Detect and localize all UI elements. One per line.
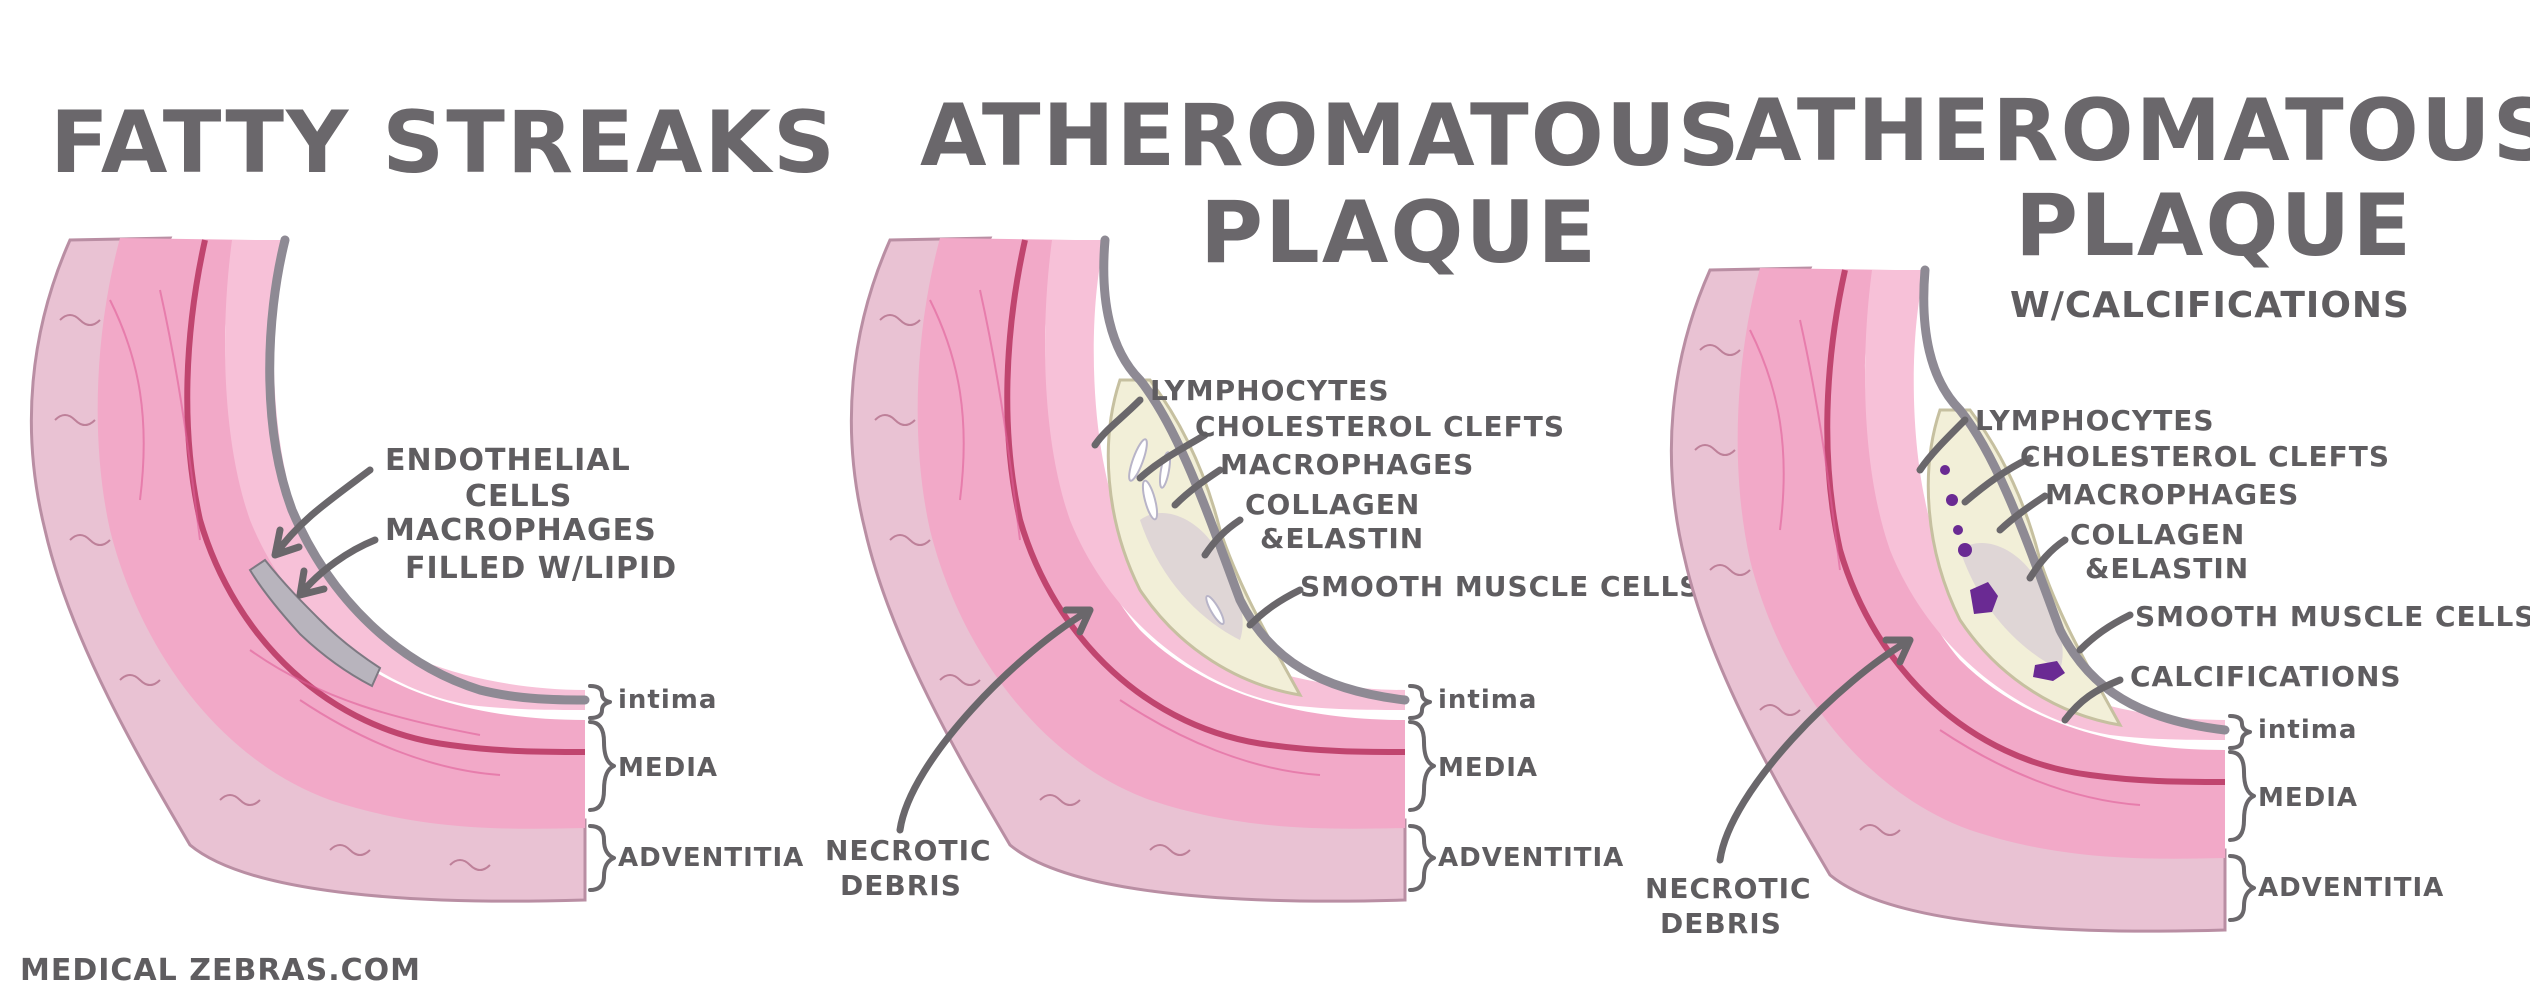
label-necrotic-2: DEBRIS (840, 869, 962, 902)
artery-wall-2 (849, 235, 1410, 903)
label-lymphocytes: LYMPHOCYTES (1150, 374, 1390, 407)
label-collagen-1: COLLAGEN (1245, 488, 1420, 521)
arrow-macrophages-lipid (296, 536, 379, 599)
label-necrotic-1: NECROTIC (825, 834, 992, 867)
arrow-collagen (1201, 516, 1244, 559)
label-endothelial-1: ENDOTHELIAL (385, 443, 631, 478)
label-cholesterol-clefts-3: CHOLESTEROL CLEFTS (2020, 440, 2390, 473)
arrow-collagen-3 (2026, 536, 2069, 582)
layer-adventitia-2: ADVENTITIA (1438, 843, 1624, 873)
layer-intima-3: intima (2258, 715, 2357, 745)
arrow-macrophages-3 (1996, 492, 2049, 534)
media-layer (97, 238, 585, 829)
label-smooth-muscle: SMOOTH MUSCLE CELLS (1300, 570, 1700, 603)
layer-media-3: MEDIA (2258, 783, 2358, 813)
calcification-deposits (1940, 465, 2065, 681)
brace-media-1 (588, 720, 616, 812)
panel3-title-line1: ATHEROMATOUS (1735, 81, 2530, 181)
panel-atheromatous-plaque: ATHEROMATOUS PLAQUE LYMPHOCYTES (825, 86, 1742, 903)
label-necrotic-3a: NECROTIC (1645, 872, 1812, 905)
foam-cell-bumps (248, 558, 382, 688)
brace-media-3 (2228, 750, 2256, 842)
arrow-lymphocytes-3 (1916, 416, 1969, 474)
label-macrophages: MACROPHAGES (1220, 448, 1474, 481)
internal-elastic-lamina (1004, 239, 1406, 755)
arrow-smooth-muscle (1246, 586, 1304, 629)
label-lymphocytes-3: LYMPHOCYTES (1975, 404, 2215, 437)
endothelium (265, 235, 590, 705)
artery-wall-3 (1669, 265, 2230, 933)
panel-fatty-streaks: FATTY STREAKS ENDOTHELIAL CELLS MACROPHA… (29, 93, 837, 903)
panel3-title-line2: PLAQUE (2015, 176, 2413, 276)
label-collagen-3a: COLLAGEN (2070, 518, 2245, 551)
brace-intima-3 (2228, 714, 2252, 750)
layer-media-1: MEDIA (618, 753, 718, 783)
brace-adventitia-3 (2228, 854, 2256, 922)
brace-media-2 (1408, 720, 1436, 812)
arrow-macrophages (1171, 466, 1224, 509)
internal-elastic-lamina (1824, 269, 2226, 785)
layer-adventitia-3: ADVENTITIA (2258, 873, 2444, 903)
arrow-endothelial (271, 466, 374, 559)
endothelium (1919, 265, 2230, 735)
arrow-cholesterol (1136, 431, 1209, 482)
layer-intima-1: intima (618, 685, 717, 715)
necrotic-core (1960, 542, 2063, 670)
label-cholesterol-clefts: CHOLESTEROL CLEFTS (1195, 410, 1565, 443)
arrow-calcifications (2061, 676, 2124, 724)
label-macrophages-3: MACROPHAGES (2045, 478, 2299, 511)
panel-calcified-plaque: ATHEROMATOUS PLAQUE W/CALCIFICATIONS (1645, 81, 2530, 940)
panel3-subtitle: W/CALCIFICATIONS (2010, 285, 2410, 326)
arrow-necrotic (896, 606, 1094, 834)
panel2-title-line1: ATHEROMATOUS (920, 86, 1742, 186)
endothelium (1099, 235, 1410, 705)
label-macrophages-lipid-2: FILLED W/LIPID (405, 551, 677, 586)
panel2-title-line2: PLAQUE (1200, 183, 1598, 283)
media-layer (917, 238, 1405, 829)
arrow-cholesterol-3 (1961, 454, 2034, 506)
label-collagen-3b: &ELASTIN (2085, 552, 2249, 585)
intima-layer (1865, 270, 2225, 740)
brace-intima-2 (1408, 684, 1432, 720)
layer-media-2: MEDIA (1438, 753, 1538, 783)
layer-intima-2: intima (1438, 685, 1537, 715)
brace-adventitia-1 (588, 824, 616, 892)
arrow-necrotic-3 (1716, 636, 1914, 864)
arrow-smooth-muscle-3 (2076, 611, 2134, 654)
label-calcifications: CALCIFICATIONS (2130, 660, 2402, 693)
media-layer (1737, 268, 2225, 859)
brace-adventitia-2 (1408, 824, 1436, 892)
label-smooth-muscle-3: SMOOTH MUSCLE CELLS (2135, 600, 2530, 633)
layer-adventitia-1: ADVENTITIA (618, 843, 804, 873)
intima-layer (1045, 240, 1405, 710)
arrow-lymphocytes (1091, 396, 1144, 449)
label-endothelial-2: CELLS (465, 479, 572, 514)
label-collagen-2: &ELASTIN (1260, 522, 1424, 555)
cholesterol-clefts (1128, 438, 1225, 625)
brace-intima-1 (588, 684, 612, 720)
label-macrophages-lipid-1: MACROPHAGES (385, 513, 657, 548)
panel1-title: FATTY STREAKS (50, 93, 837, 193)
internal-elastic-lamina (184, 239, 586, 755)
label-necrotic-3b: DEBRIS (1660, 907, 1782, 940)
watermark: MEDICAL ZEBRAS.COM (20, 953, 421, 988)
